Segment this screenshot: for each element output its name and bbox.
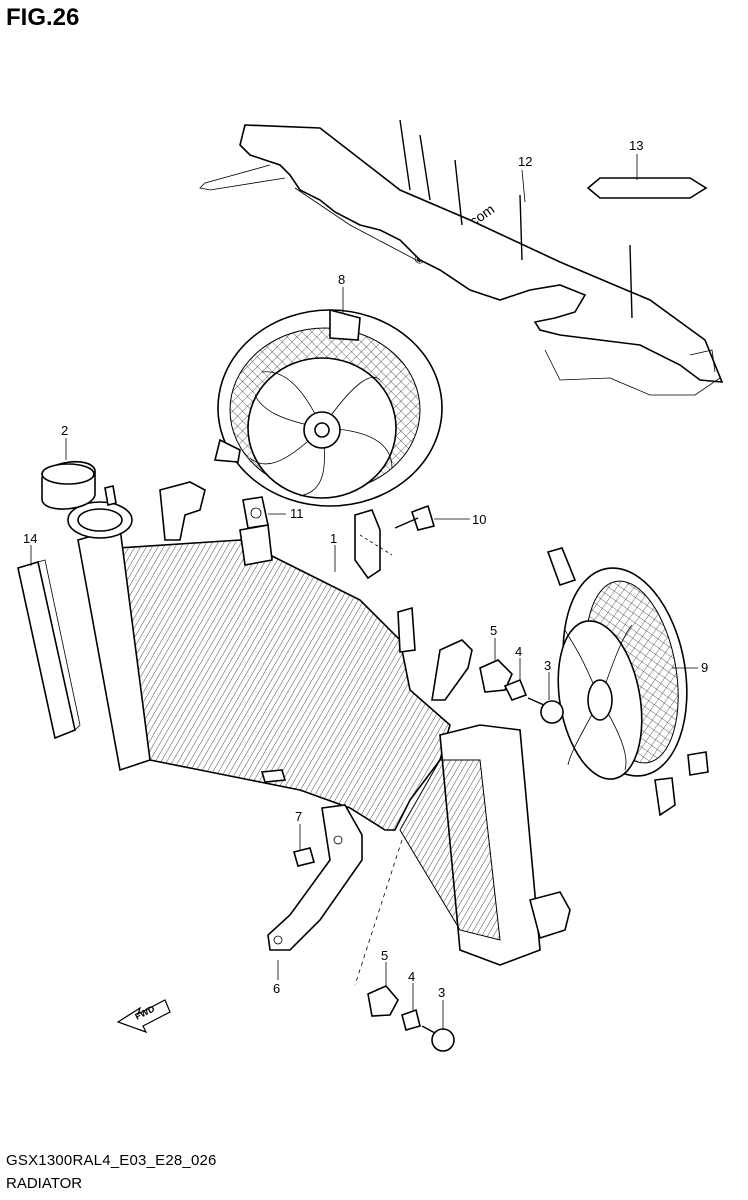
diagram-code: GSX1300RAL4_E03_E28_026 [6, 1152, 217, 1169]
diagram-name: RADIATOR [6, 1175, 83, 1192]
callout-5-upper: 5 [490, 623, 497, 638]
callout-12: 12 [518, 154, 532, 169]
callout-2: 2 [61, 423, 68, 438]
callout-4-upper: 4 [515, 644, 522, 659]
part-14-cushion [17, 559, 81, 740]
part-6-bracket [267, 804, 363, 951]
callout-8: 8 [338, 272, 345, 287]
part-13-label [586, 177, 708, 199]
callout-7: 7 [295, 809, 302, 824]
callout-5-lower: 5 [381, 948, 388, 963]
callout-3-upper: 3 [544, 658, 551, 673]
leader-lines [30, 154, 698, 1030]
part-1-radiator [67, 481, 571, 966]
callout-14: 14 [23, 531, 37, 546]
part-2-radiator-cap [41, 461, 96, 510]
callout-3-lower: 3 [438, 985, 445, 1000]
part-11-nut [242, 496, 269, 529]
figure-title: FIG.26 [6, 4, 80, 31]
callout-6: 6 [273, 981, 280, 996]
callout-11: 11 [290, 506, 304, 521]
part-10-bolt [394, 504, 436, 531]
callout-labels: 12 13 8 2 14 11 10 1 5 4 3 9 7 6 5 4 3 [23, 138, 708, 1000]
parts-lower-grommet-collar-bolt [367, 985, 455, 1052]
fwd-arrow: FWD [116, 999, 171, 1034]
callout-10: 10 [472, 512, 486, 527]
callout-1: 1 [330, 531, 337, 546]
part-12-shroud [199, 119, 724, 396]
callout-13: 13 [629, 138, 643, 153]
callout-4-lower: 4 [408, 969, 415, 984]
part-8-fan-upper [213, 308, 443, 580]
callout-9: 9 [701, 660, 708, 675]
part-9-fan-side [546, 547, 709, 817]
parts-upper-grommet-collar-bolt [479, 659, 564, 724]
part-7-bolt [293, 847, 315, 867]
